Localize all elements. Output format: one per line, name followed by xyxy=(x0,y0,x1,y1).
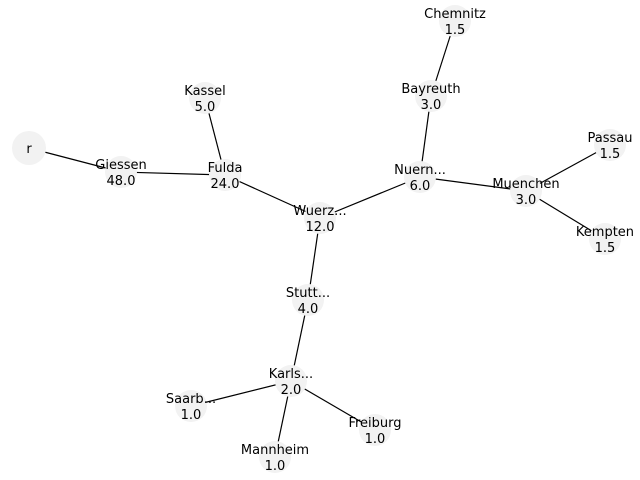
node-label-muenchen: Muenchen xyxy=(492,177,559,192)
edge-nuern-muenchen xyxy=(419,176,527,192)
node-label-giessen: Giessen xyxy=(95,158,146,173)
edges-layer xyxy=(28,20,611,458)
node-label-nuern: Nuern... xyxy=(394,163,446,178)
node-circle-chemnitz xyxy=(439,5,471,37)
node-r: r xyxy=(12,131,46,165)
node-circle-r xyxy=(12,131,46,165)
edge-karls-freiburg xyxy=(290,380,376,431)
node-circle-kempten xyxy=(589,223,621,255)
node-label-kassel: Kassel xyxy=(184,84,225,99)
node-karls: Karls...2.0 xyxy=(269,365,313,398)
edge-fulda-wuerz xyxy=(224,174,321,219)
edge-wuerz-nuern xyxy=(319,176,421,219)
node-saarb: Saarb...1.0 xyxy=(166,390,216,423)
node-stutt: Stutt...4.0 xyxy=(286,284,330,317)
node-value-kempten: 1.5 xyxy=(595,241,616,256)
node-circle-passau xyxy=(594,129,626,161)
node-circle-muenchen xyxy=(510,175,542,207)
edge-giessen-fulda xyxy=(120,171,226,176)
node-value-passau: 1.5 xyxy=(600,147,621,162)
node-label-passau: Passau xyxy=(588,131,633,146)
node-label-chemnitz: Chemnitz xyxy=(424,7,486,22)
node-label-fulda: Fulda xyxy=(208,161,243,176)
node-value-muenchen: 3.0 xyxy=(516,193,537,208)
node-label-r: r xyxy=(26,142,32,157)
node-label-wuerz: Wuerz... xyxy=(293,204,346,219)
node-value-mannheim: 1.0 xyxy=(265,459,286,474)
node-circle-mannheim xyxy=(259,441,291,473)
node-value-giessen: 48.0 xyxy=(107,174,136,189)
node-value-fulda: 24.0 xyxy=(211,177,240,192)
node-label-mannheim: Mannheim xyxy=(241,443,309,458)
node-circle-nuern xyxy=(404,161,436,193)
node-circle-freiburg xyxy=(359,414,391,446)
node-circle-karls xyxy=(275,365,307,397)
node-nuern: Nuern...6.0 xyxy=(394,161,446,194)
node-label-kempten: Kempten xyxy=(576,225,634,240)
node-value-bayreuth: 3.0 xyxy=(421,98,442,113)
node-circle-giessen xyxy=(105,156,137,188)
node-circle-wuerz xyxy=(304,202,336,234)
node-label-saarb: Saarb... xyxy=(166,392,216,407)
node-value-freiburg: 1.0 xyxy=(365,432,386,447)
node-label-karls: Karls... xyxy=(269,367,313,382)
node-value-wuerz: 12.0 xyxy=(306,220,335,235)
node-circle-kassel xyxy=(189,82,221,114)
node-wuerz: Wuerz...12.0 xyxy=(293,202,347,235)
node-circle-saarb xyxy=(175,390,207,422)
node-label-bayreuth: Bayreuth xyxy=(401,82,460,97)
node-circle-stutt xyxy=(292,284,324,316)
edge-karls-saarb xyxy=(190,380,292,407)
node-value-chemnitz: 1.5 xyxy=(445,23,466,38)
node-value-nuern: 6.0 xyxy=(410,179,431,194)
node-value-karls: 2.0 xyxy=(281,383,302,398)
node-label-freiburg: Freiburg xyxy=(348,416,401,431)
node-value-saarb: 1.0 xyxy=(181,408,202,423)
node-value-kassel: 5.0 xyxy=(195,100,216,115)
node-circle-bayreuth xyxy=(415,80,447,112)
node-label-stutt: Stutt... xyxy=(286,286,330,301)
node-circle-fulda xyxy=(209,159,241,191)
node-value-stutt: 4.0 xyxy=(298,302,319,317)
